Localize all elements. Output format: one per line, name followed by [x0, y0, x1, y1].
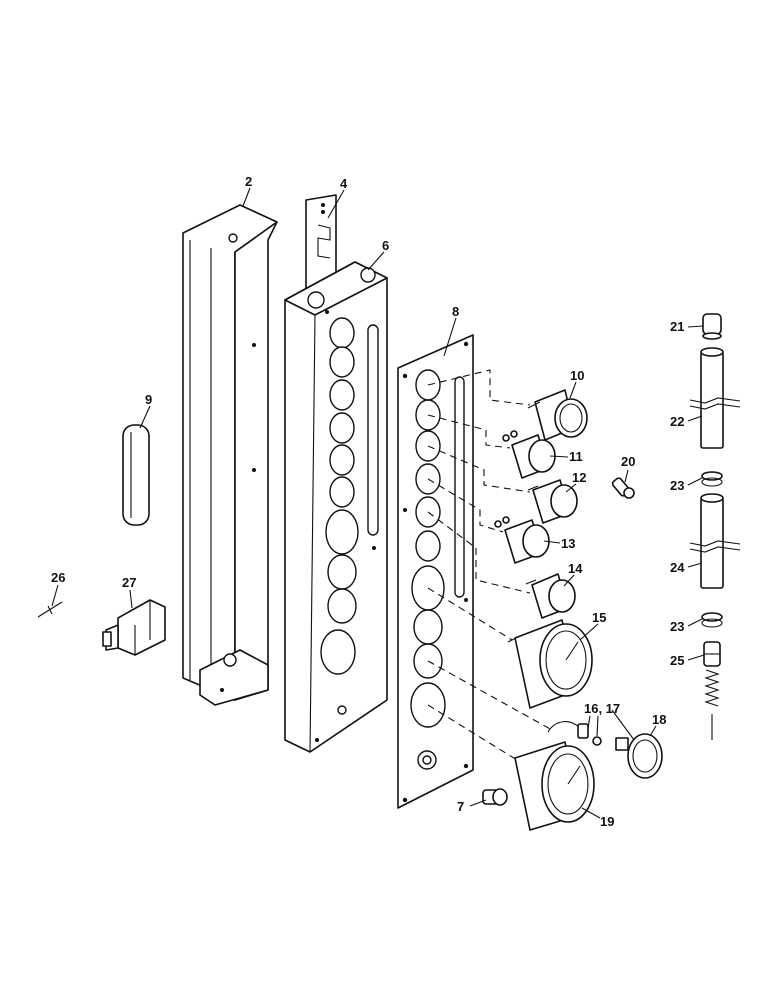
callout-9: 9 [145, 392, 152, 407]
part-8-front-panel [397, 334, 474, 809]
part-23-ring-bottom [701, 612, 723, 628]
callout-22: 22 [670, 414, 684, 429]
callout-14: 14 [568, 561, 583, 576]
part-27-switch [102, 599, 166, 656]
part-26-pin [37, 601, 63, 618]
callout-12: 12 [572, 470, 586, 485]
leader-lines [51, 187, 705, 819]
callout-11: 11 [569, 449, 583, 464]
part-25-fitting [703, 641, 721, 740]
part-10-gauge [527, 389, 588, 441]
callout-7: 7 [457, 799, 464, 814]
part-20-bulb [611, 477, 635, 499]
callout-2: 2 [245, 174, 252, 189]
callout-labels: 2 4 6 8 9 10 11 12 13 14 15 16, 17 18 19… [51, 174, 685, 829]
part-16-17-cable [547, 721, 602, 746]
callout-6: 6 [382, 238, 389, 253]
callout-19: 19 [600, 814, 614, 829]
part-7-knob [482, 788, 508, 806]
part-18-gauge [611, 709, 663, 779]
callout-24: 24 [670, 560, 685, 575]
part-19-large-gauge [514, 741, 595, 831]
callout-8: 8 [452, 304, 459, 319]
part-4-bracket [305, 194, 337, 296]
part-21-cap [702, 313, 722, 340]
callout-10: 10 [570, 368, 584, 383]
callout-18: 18 [652, 712, 666, 727]
callout-16-17: 16, 17 [584, 701, 620, 716]
assembly-lines [427, 369, 553, 761]
part-6-gauge-column [284, 261, 388, 753]
part-2-housing [182, 204, 278, 706]
callout-15: 15 [592, 610, 606, 625]
part-14-gauge [525, 573, 576, 619]
part-22-tube [689, 347, 741, 449]
part-15-large-gauge [507, 619, 593, 709]
part-11-gauge [502, 430, 556, 479]
part-12-gauge [527, 479, 578, 524]
callout-21: 21 [670, 319, 684, 334]
callout-4: 4 [340, 176, 348, 191]
part-23-ring-top [701, 471, 723, 487]
callout-27: 27 [122, 575, 136, 590]
part-9-handle [122, 424, 150, 526]
callout-26: 26 [51, 570, 65, 585]
callout-25: 25 [670, 653, 684, 668]
part-13-gauge [494, 516, 550, 564]
part-24-tube [689, 493, 741, 589]
callout-13: 13 [561, 536, 575, 551]
callout-23-bottom: 23 [670, 619, 684, 634]
callout-23-top: 23 [670, 478, 684, 493]
callout-20: 20 [621, 454, 635, 469]
